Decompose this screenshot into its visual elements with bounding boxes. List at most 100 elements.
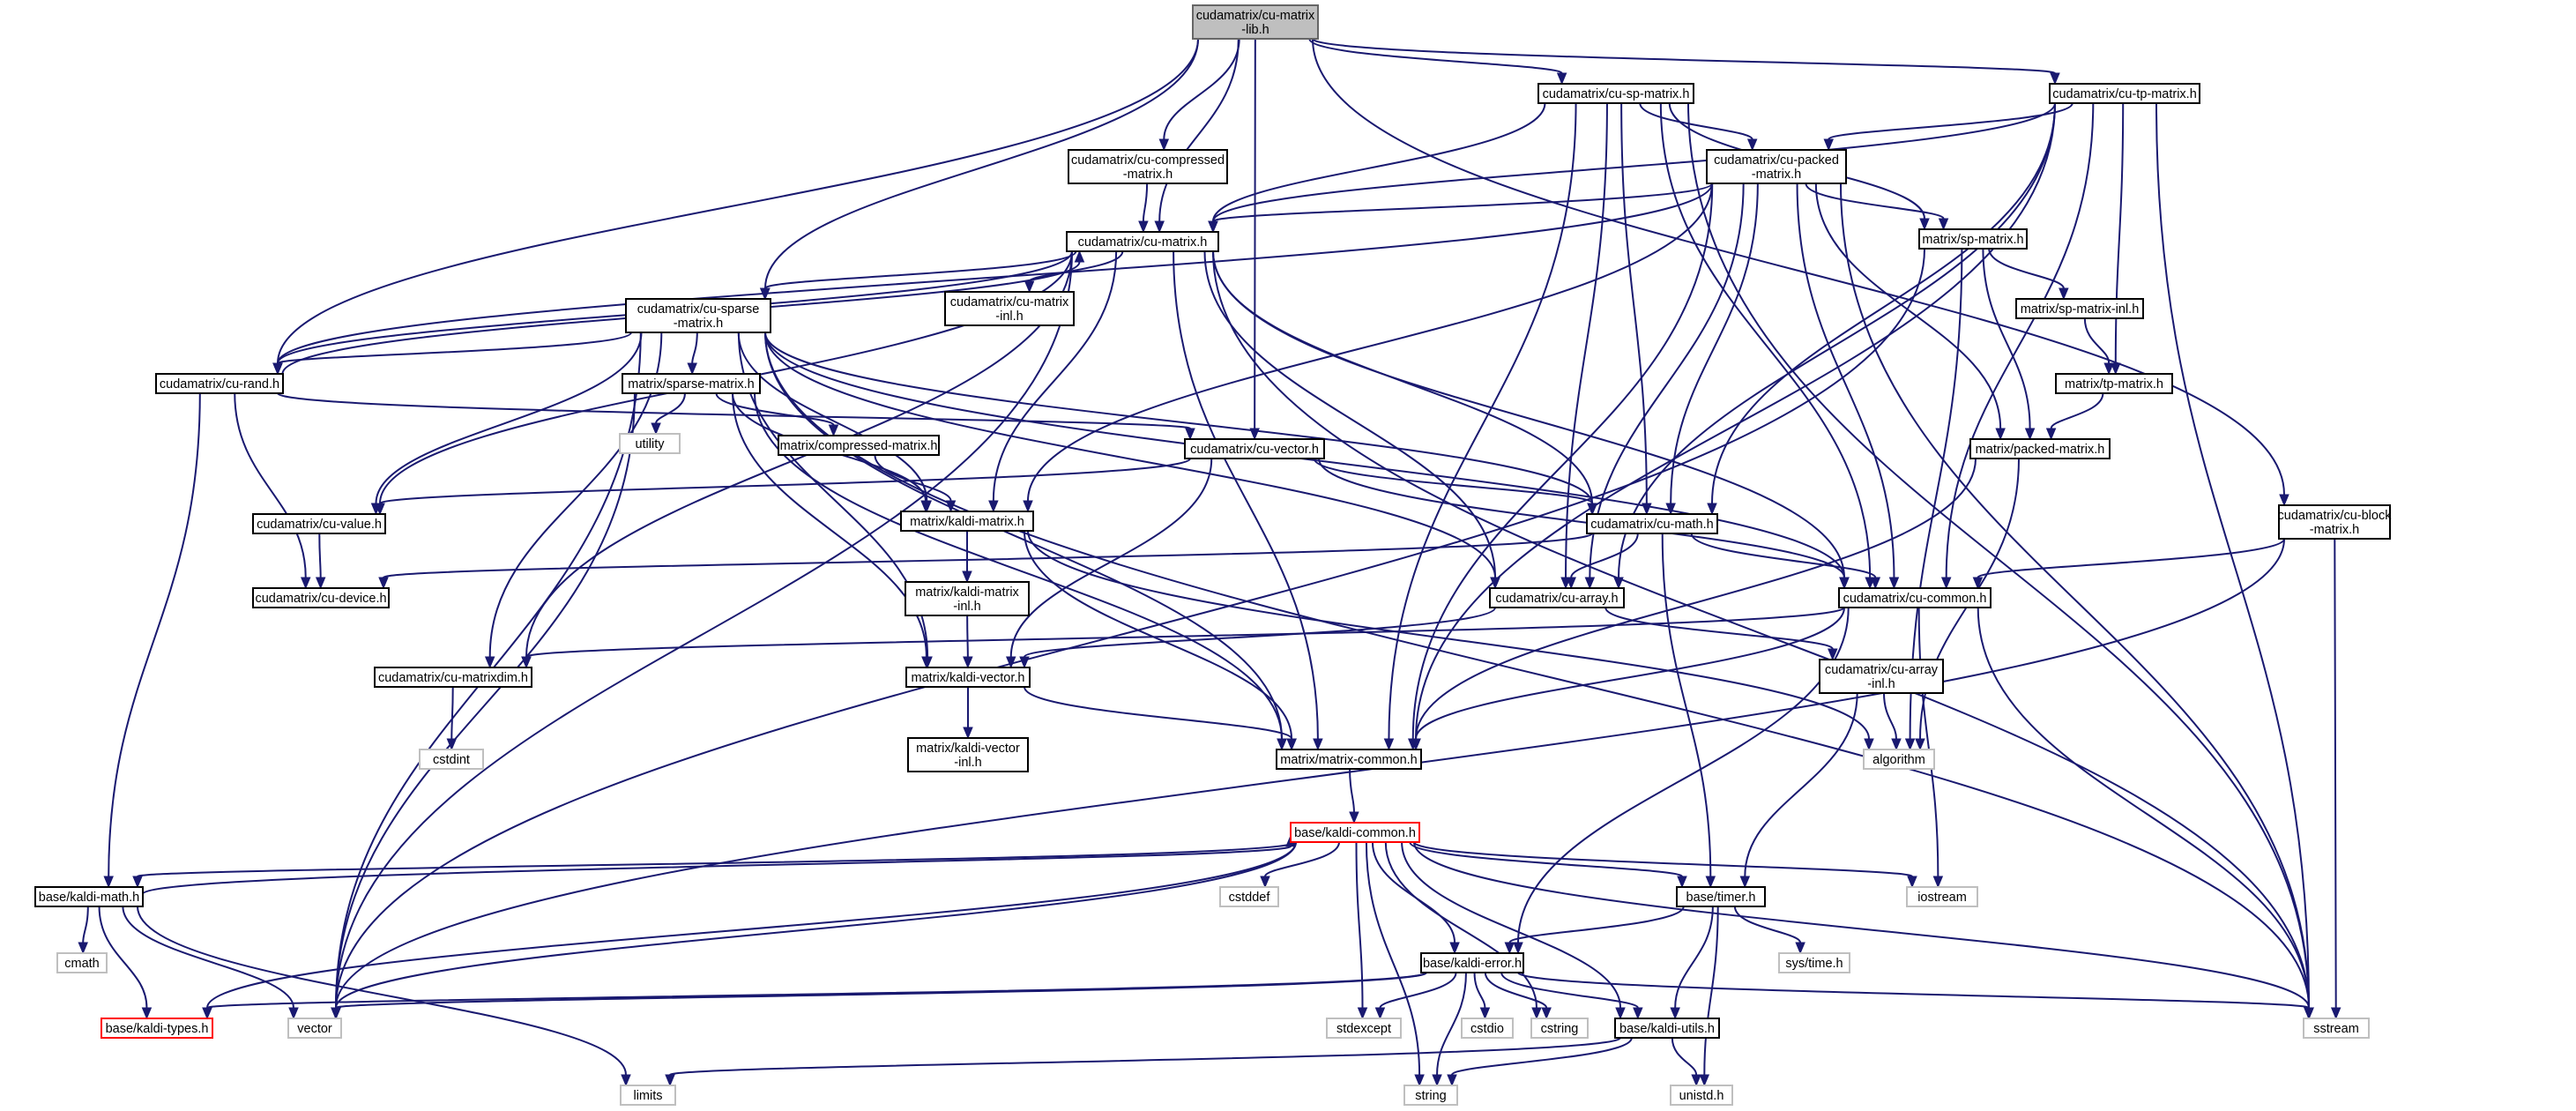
edge-cu-rand-to-cu-vector xyxy=(277,392,1191,429)
node-algorithm[interactable]: algorithm xyxy=(1863,749,1935,770)
arrowhead xyxy=(1490,577,1500,590)
node-box xyxy=(620,1085,676,1106)
node-sp-matrix[interactable]: matrix/sp-matrix.h xyxy=(1918,228,2028,250)
node-cu-compressed[interactable]: cudamatrix/cu-compressed-matrix.h xyxy=(1068,149,1228,184)
edge-cu-sparse-to-sstream xyxy=(764,332,2310,1009)
node-cu-tp-matrix[interactable]: cudamatrix/cu-tp-matrix.h xyxy=(2049,83,2200,104)
node-vector[interactable]: vector xyxy=(287,1018,342,1039)
edge-kaldi-utils-to-limits xyxy=(669,1037,1621,1076)
node-box xyxy=(1066,231,1219,252)
node-limits[interactable]: limits xyxy=(620,1085,676,1106)
edge-kaldi-vector-to-matrix-common xyxy=(1024,686,1293,740)
arrowhead xyxy=(1479,1007,1491,1020)
node-box xyxy=(56,952,108,973)
node-kaldi-matrix-inl[interactable]: matrix/kaldi-matrix-inl.h xyxy=(905,581,1030,616)
arrowhead xyxy=(1158,138,1170,152)
arrowhead xyxy=(1447,1074,1457,1087)
node-unistd[interactable]: unistd.h xyxy=(1670,1085,1733,1106)
dependency-edges xyxy=(78,38,2341,1087)
node-label: cstdio xyxy=(1470,1022,1504,1036)
node-stdexcept[interactable]: stdexcept xyxy=(1326,1018,1402,1039)
node-kaldi-vector-inl[interactable]: matrix/kaldi-vector-inl.h xyxy=(907,737,1029,772)
edge-cu-sparse-to-sparse-matrix xyxy=(691,332,698,364)
node-label: cudamatrix/cu-matrixdim.h xyxy=(378,671,528,685)
edge-cu-matrix-lib-to-cu-sp-matrix xyxy=(1308,38,1563,74)
node-box xyxy=(1068,149,1228,184)
node-packed-matrix[interactable]: matrix/packed-matrix.h xyxy=(1969,438,2111,459)
node-cu-vector[interactable]: cudamatrix/cu-vector.h xyxy=(1184,438,1325,459)
node-box xyxy=(2303,1018,2370,1039)
node-label: matrix/kaldi-vector.h xyxy=(912,671,1025,685)
edge-cu-matrix-to-cu-math xyxy=(1212,250,1593,504)
node-kaldi-common[interactable]: base/kaldi-common.h xyxy=(1290,822,1420,843)
node-box xyxy=(2278,504,2391,540)
arrowhead xyxy=(1904,738,1916,751)
node-label: -matrix.h xyxy=(1752,168,1801,182)
node-cstddef[interactable]: cstddef xyxy=(1219,886,1279,907)
node-cu-sparse[interactable]: cudamatrix/cu-sparse-matrix.h xyxy=(625,298,771,333)
node-sp-matrix-inl[interactable]: matrix/sp-matrix-inl.h xyxy=(2015,298,2144,319)
node-cu-block[interactable]: cudamatrix/cu-block-matrix.h xyxy=(2278,504,2393,540)
node-cstring[interactable]: cstring xyxy=(1530,1018,1589,1039)
edge-cu-sp-matrix-to-matrix-common xyxy=(1388,102,1577,740)
edge-sp-matrix-to-vector xyxy=(335,248,1925,1009)
node-sys-time[interactable]: sys/time.h xyxy=(1778,952,1850,973)
node-cu-array-inl[interactable]: cudamatrix/cu-array-inl.h xyxy=(1819,659,1944,694)
node-label: cstddef xyxy=(1229,891,1271,905)
node-timer[interactable]: base/timer.h xyxy=(1676,886,1766,907)
node-kaldi-utils[interactable]: base/kaldi-utils.h xyxy=(1614,1018,1720,1039)
edge-cu-common-to-iostream xyxy=(1917,607,1939,877)
node-label: matrix/sp-matrix-inl.h xyxy=(2021,302,2140,317)
node-cu-rand[interactable]: cudamatrix/cu-rand.h xyxy=(155,373,284,394)
node-box xyxy=(1906,886,1978,907)
edge-cu-matrix-to-cu-common xyxy=(1212,250,1845,578)
arrowhead xyxy=(1432,1074,1442,1087)
node-cu-matrix[interactable]: cudamatrix/cu-matrix.h xyxy=(1066,231,1219,252)
node-label: matrix/kaldi-matrix.h xyxy=(910,515,1024,529)
node-label: base/kaldi-types.h xyxy=(106,1022,209,1036)
node-cu-packed[interactable]: cudamatrix/cu-packed-matrix.h xyxy=(1706,149,1847,184)
edge-cu-tp-matrix-to-cu-packed xyxy=(1828,102,2073,140)
arrowhead xyxy=(963,727,973,740)
node-cu-sp-matrix[interactable]: cudamatrix/cu-sp-matrix.h xyxy=(1537,83,1694,104)
node-cstdint[interactable]: cstdint xyxy=(419,749,484,770)
node-label: base/kaldi-utils.h xyxy=(1619,1022,1715,1036)
node-cu-matrix-inl[interactable]: cudamatrix/cu-matrix-inl.h xyxy=(944,291,1075,326)
arrowhead xyxy=(1870,577,1881,590)
edge-cu-sparse-to-matrix-common xyxy=(764,332,1283,740)
edge-cu-array-to-kaldi-vector xyxy=(1024,607,1496,658)
node-cu-value[interactable]: cudamatrix/cu-value.h xyxy=(252,513,386,534)
node-kaldi-matrix[interactable]: matrix/kaldi-matrix.h xyxy=(900,511,1034,532)
node-cu-array[interactable]: cudamatrix/cu-array.h xyxy=(1489,587,1625,608)
node-sparse-matrix[interactable]: matrix/sparse-matrix.h xyxy=(622,373,761,394)
edge-timer-to-unistd xyxy=(1703,906,1719,1076)
node-box xyxy=(1530,1018,1589,1039)
node-label: cudamatrix/cu-matrix xyxy=(950,295,1069,309)
edge-cu-matrix-lib-to-cu-matrix xyxy=(1158,38,1240,222)
node-cmath[interactable]: cmath xyxy=(56,952,108,973)
arrowhead xyxy=(687,362,697,376)
node-iostream[interactable]: iostream xyxy=(1906,886,1978,907)
node-compressed-matrix[interactable]: matrix/compressed-matrix.h xyxy=(778,435,940,456)
node-box xyxy=(1969,438,2111,459)
node-cstdio[interactable]: cstdio xyxy=(1461,1018,1514,1039)
node-label: -inl.h xyxy=(1867,677,1895,691)
node-matrix-common[interactable]: matrix/matrix-common.h xyxy=(1276,749,1422,770)
arrowhead xyxy=(1383,738,1395,751)
node-sstream[interactable]: sstream xyxy=(2303,1018,2370,1039)
node-cu-matrixdim[interactable]: cudamatrix/cu-matrixdim.h xyxy=(374,667,532,688)
node-string[interactable]: string xyxy=(1403,1085,1458,1106)
node-utility[interactable]: utility xyxy=(619,433,681,454)
node-kaldi-error[interactable]: base/kaldi-error.h xyxy=(1420,952,1524,973)
node-cu-device[interactable]: cudamatrix/cu-device.h xyxy=(252,587,390,608)
node-kaldi-vector[interactable]: matrix/kaldi-vector.h xyxy=(905,667,1031,688)
node-tp-matrix[interactable]: matrix/tp-matrix.h xyxy=(2055,373,2173,394)
node-cu-matrix-lib[interactable]: cudamatrix/cu-matrix-lib.h xyxy=(1192,4,1319,40)
node-kaldi-types[interactable]: base/kaldi-types.h xyxy=(101,1018,213,1039)
node-box xyxy=(1537,83,1694,104)
node-cu-common[interactable]: cudamatrix/cu-common.h xyxy=(1838,587,1992,608)
node-kaldi-math[interactable]: base/kaldi-math.h xyxy=(34,886,144,907)
arrowhead xyxy=(315,577,326,590)
node-box xyxy=(252,513,386,534)
node-cu-math[interactable]: cudamatrix/cu-math.h xyxy=(1586,513,1718,534)
